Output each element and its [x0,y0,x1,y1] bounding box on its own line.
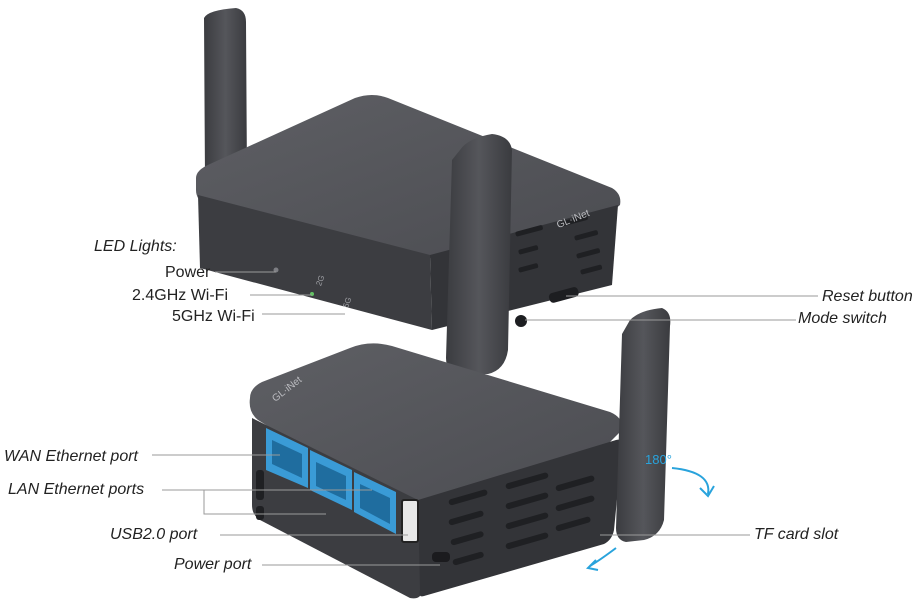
lan-ports-label: LAN Ethernet ports [8,481,145,498]
lower-left-vents [256,470,264,520]
tf-slot-label: TF card slot [754,526,839,543]
upper-front-antenna [446,134,512,374]
wifi5-label: 5GHz Wi-Fi [172,308,255,325]
rotation-arrow-top [671,467,710,495]
power-port-label: Power port [174,556,252,573]
wifi24-label: 2.4GHz Wi-Fi [132,287,228,304]
power-led-label: Power [165,264,211,281]
upper-front-face [198,195,432,330]
upper-back-antenna [204,8,247,180]
usb-port-label: USB2.0 port [110,526,198,543]
reset-button-shape [548,287,579,303]
power-port-shape [432,552,450,562]
upper-router [196,8,621,374]
upper-vents [515,215,603,275]
usb-port-shape [401,499,419,543]
rotation-label: 180° [645,452,672,467]
ethernet-ports [266,428,396,534]
leader-lines [152,271,818,566]
upper-top-face [196,95,621,259]
lower-side-antenna [616,308,671,542]
power-led [273,267,279,273]
wan-port-label: WAN Ethernet port [4,448,138,465]
led-lights-label: LED Lights: [94,238,177,255]
lower-router [249,308,715,599]
mode-switch-shape [515,315,527,327]
reset-button-label: Reset button [822,288,913,305]
lower-right-vents [448,472,595,566]
mode-switch-label: Mode switch [798,310,887,327]
